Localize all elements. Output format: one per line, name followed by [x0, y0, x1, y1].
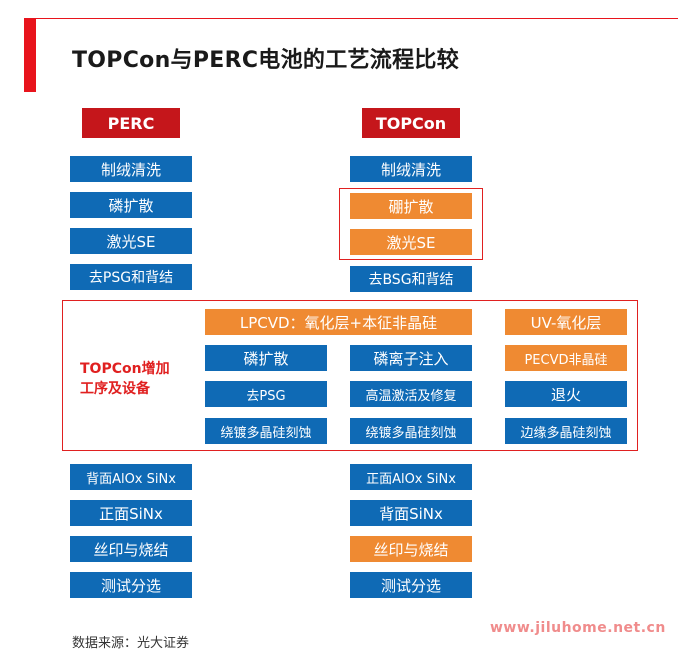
perc-header: PERC [82, 108, 180, 138]
uv-header: UV-氧化层 [505, 309, 627, 335]
title-accent-bar [24, 18, 36, 92]
uv-step: 退火 [505, 381, 627, 407]
perc-step: 激光SE [70, 228, 192, 254]
topcon-step-changed: 丝印与烧结 [350, 536, 472, 562]
uv-step-orange: PECVD非晶硅 [505, 345, 627, 371]
perc-step: 测试分选 [70, 572, 192, 598]
watermark: www.jiluhome.net.cn [490, 620, 666, 636]
lpcvd-alt-step: 磷离子注入 [350, 345, 472, 371]
topcon-header: TOPCon [362, 108, 460, 138]
perc-step: 背面AlOx SiNx [70, 464, 192, 490]
perc-step: 去PSG和背结 [70, 264, 192, 290]
perc-step: 丝印与烧结 [70, 536, 192, 562]
topcon-step: 制绒清洗 [350, 156, 472, 182]
title-top-rule [36, 18, 678, 19]
topcon-step: 正面AlOx SiNx [350, 464, 472, 490]
lpcvd-step: 绕镀多晶硅刻蚀 [205, 418, 327, 444]
data-source: 数据来源：光大证券 [72, 636, 190, 651]
lpcvd-header: LPCVD：氧化层+本征非晶硅 [205, 309, 472, 335]
topcon-step: 去BSG和背结 [350, 266, 472, 292]
perc-step: 制绒清洗 [70, 156, 192, 182]
topcon-step: 背面SiNx [350, 500, 472, 526]
topcon-step-changed: 硼扩散 [350, 193, 472, 219]
perc-step: 磷扩散 [70, 192, 192, 218]
topcon-step: 测试分选 [350, 572, 472, 598]
topcon-changed-steps-outline [339, 188, 483, 260]
perc-step: 正面SiNx [70, 500, 192, 526]
lpcvd-step: 磷扩散 [205, 345, 327, 371]
lpcvd-step: 去PSG [205, 381, 327, 407]
uv-step: 边缘多晶硅刻蚀 [505, 418, 627, 444]
lpcvd-alt-step: 高温激活及修复 [350, 381, 472, 407]
added-steps-label-line1: TOPCon增加 [80, 361, 170, 377]
topcon-added-steps-outline [62, 300, 638, 451]
topcon-step-changed: 激光SE [350, 229, 472, 255]
page-title: TOPCon与PERC电池的工艺流程比较 [72, 48, 459, 73]
lpcvd-alt-step: 绕镀多晶硅刻蚀 [350, 418, 472, 444]
added-steps-label: TOPCon增加 工序及设备 [80, 359, 170, 399]
added-steps-label-line2: 工序及设备 [80, 381, 150, 397]
